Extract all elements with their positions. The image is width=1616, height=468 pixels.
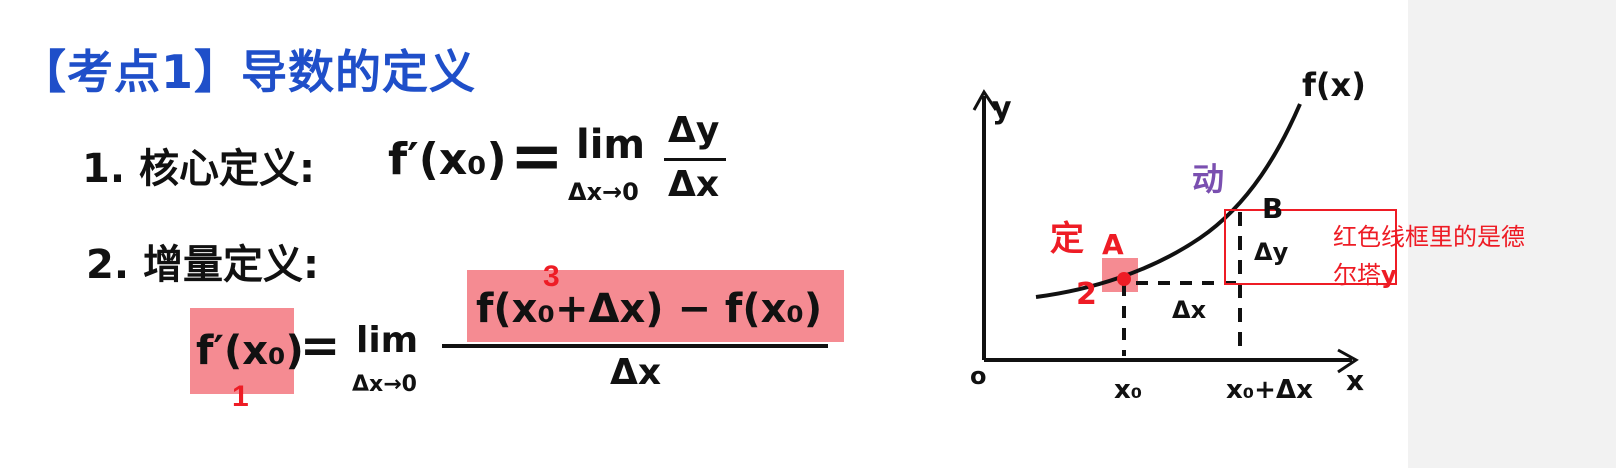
core-definition-equals: = xyxy=(510,120,564,194)
increment-definition-numerator: f(x₀+Δx) − f(x₀) xyxy=(476,286,823,332)
core-definition-numerator: Δy xyxy=(668,110,720,151)
core-definition-label: 1. 核心定义: xyxy=(82,146,315,192)
increment-definition-label: 2. 增量定义: xyxy=(86,242,319,288)
red-mark-2: 2 xyxy=(1076,277,1097,312)
core-definition-fraction-bar xyxy=(664,158,726,161)
curve-label: f(x) xyxy=(1302,66,1366,104)
increment-definition-lhs: f′(x₀) xyxy=(196,328,304,374)
right-margin-panel xyxy=(1408,0,1616,468)
x0-dx-label: x₀+Δx xyxy=(1226,375,1313,405)
core-definition-denominator: Δx xyxy=(668,164,720,205)
increment-definition-denominator: Δx xyxy=(610,352,662,393)
x-axis-arrowhead xyxy=(1337,348,1359,374)
delta-y-red-frame xyxy=(1224,209,1397,285)
red-mark-3: 3 xyxy=(543,260,560,293)
point-b-label: B xyxy=(1262,192,1283,225)
y-axis-label: y xyxy=(992,91,1012,126)
x0-label: x₀ xyxy=(1114,375,1142,405)
increment-definition-lim-sub: Δx→0 xyxy=(352,372,417,397)
point-a-dot xyxy=(1117,272,1131,286)
increment-definition-fraction-bar xyxy=(442,344,828,348)
function-curve xyxy=(1035,103,1302,299)
numerator-highlight-box xyxy=(467,270,844,342)
origin-label: o xyxy=(970,362,987,390)
core-definition-lim-sub: Δx→0 xyxy=(568,178,639,206)
core-definition-lhs: f′(x₀) xyxy=(388,134,507,185)
y-axis-arrowhead xyxy=(972,89,998,111)
moving-point-label: 动 xyxy=(1192,160,1224,198)
annotation-note: 红色线框里的是德尔塔y xyxy=(1333,218,1543,294)
delta-y-label: Δy xyxy=(1254,238,1289,266)
annotation-note-text: 红色线框里的是德尔塔 xyxy=(1333,223,1525,289)
lhs-highlight-box xyxy=(190,308,294,394)
core-definition-lim: lim xyxy=(576,122,646,168)
annotation-note-bold: y xyxy=(1381,261,1397,289)
x-axis-label: x xyxy=(1346,364,1364,397)
point-a-label: A xyxy=(1102,228,1124,261)
red-mark-1: 1 xyxy=(232,380,249,413)
delta-x-label: Δx xyxy=(1172,296,1207,324)
fixed-point-label: 定 xyxy=(1050,219,1084,259)
page-title: 【考点1】导数的定义 xyxy=(20,45,477,99)
increment-definition-equals: = xyxy=(300,318,341,374)
increment-definition-lim: lim xyxy=(356,320,419,361)
